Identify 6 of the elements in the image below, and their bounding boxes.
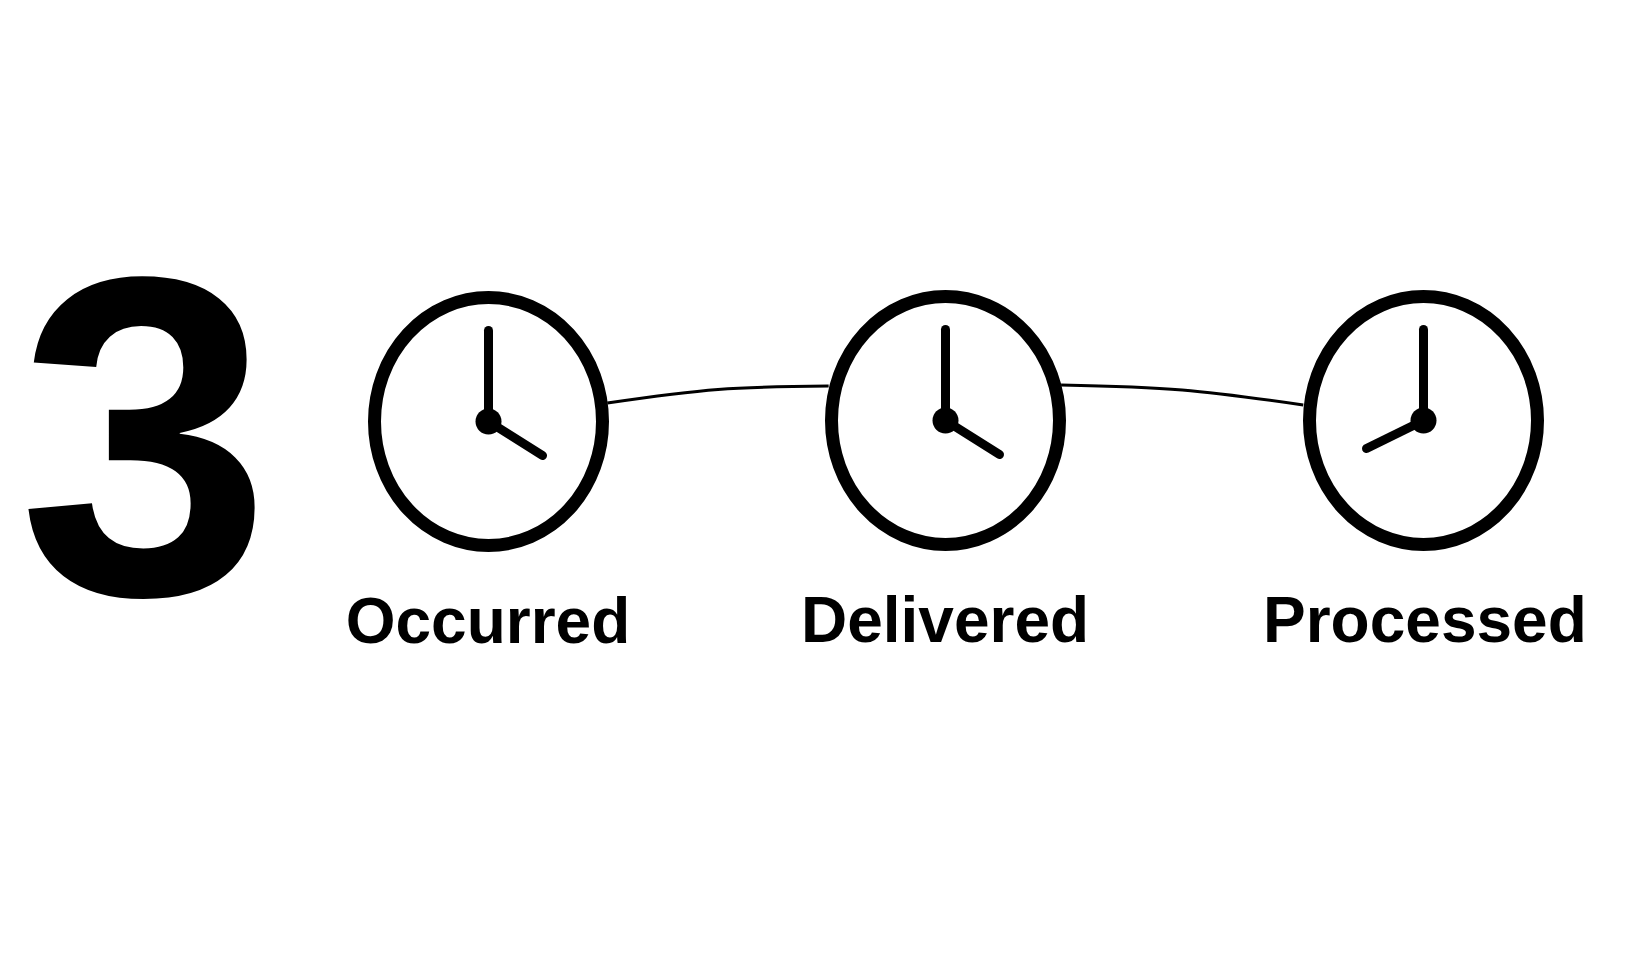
step-number: 3 — [18, 209, 272, 664]
connector-line — [1061, 383, 1304, 407]
connector-line — [607, 384, 829, 405]
node-label: Processed — [1263, 587, 1587, 652]
node-label: Delivered — [800, 587, 1090, 652]
node-label: Occurred — [345, 588, 631, 653]
